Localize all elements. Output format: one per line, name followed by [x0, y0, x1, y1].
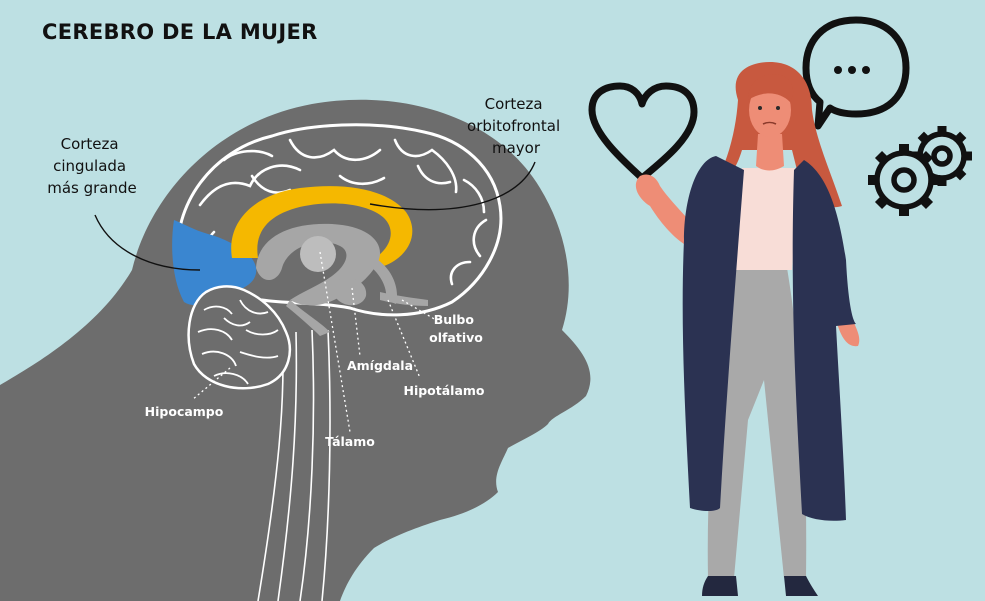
- label-corteza-orbitofrontal: Corteza orbitofrontal mayor: [467, 95, 565, 157]
- label-hipocampo: Hipocampo: [145, 404, 224, 419]
- woman-eye-right: [776, 106, 780, 110]
- woman-mouth: [762, 121, 777, 125]
- label-talamo: Tálamo: [325, 434, 375, 449]
- woman-shirt: [734, 168, 800, 270]
- leader-dotted-lines: [191, 251, 437, 433]
- woman-coat: [682, 156, 744, 511]
- label-corteza-cingulada: Corteza cingulada más grande: [47, 135, 137, 197]
- label-amigdala: Amígdala: [347, 358, 413, 373]
- woman-eye-left: [758, 106, 762, 110]
- leader-cingulada: [94, 214, 201, 271]
- woman-raised-arm: [635, 174, 694, 244]
- cerebellum-folia: [197, 299, 279, 385]
- leader-orbitofrontal: [369, 161, 536, 211]
- orbitofrontal-region: [231, 186, 413, 266]
- woman-neck: [756, 134, 784, 171]
- label-hipotalamo: Hipotálamo: [403, 383, 484, 398]
- woman-shoe-right: [784, 576, 818, 596]
- woman-coat-right: [792, 160, 856, 521]
- cingulate-region: [172, 220, 257, 306]
- woman-bangs: [748, 74, 794, 102]
- gears-icon: [868, 126, 972, 216]
- infographic-title: CEREBRO DE LA MUJER: [42, 20, 318, 44]
- woman-figure: [635, 62, 860, 596]
- woman-shoe-left: [702, 576, 738, 596]
- cerebellum: [187, 285, 292, 390]
- label-bulbo-olfativo: Bulbo olfativo: [429, 312, 483, 345]
- woman-pants: [707, 262, 807, 578]
- inner-structures: [256, 223, 428, 336]
- brain-gyri: [198, 138, 488, 286]
- heart-icon: [588, 82, 698, 182]
- woman-face: [749, 83, 791, 137]
- speech-bubble-icon: [802, 16, 910, 130]
